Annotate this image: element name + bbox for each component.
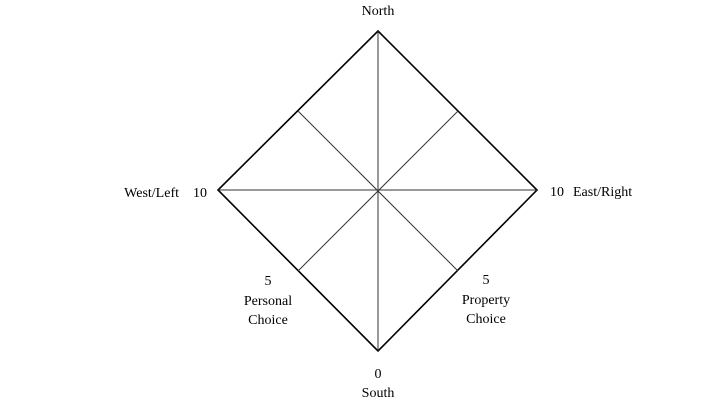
south-value: 0	[375, 367, 382, 382]
west-label: West/Left	[124, 186, 179, 201]
personal-choice-value: 5	[265, 274, 272, 289]
south-label: South	[362, 386, 395, 400]
property-choice-label-line1: Property	[462, 293, 510, 308]
east-value: 10	[550, 185, 564, 200]
diagonal-ne-sw	[297, 110, 459, 272]
property-choice-label-line2: Choice	[466, 312, 506, 327]
personal-choice-label-line2: Choice	[248, 313, 288, 328]
east-label: East/Right	[573, 185, 632, 200]
property-choice-value: 5	[483, 273, 490, 288]
west-value: 10	[193, 186, 207, 201]
personal-choice-label-line1: Personal	[244, 294, 292, 309]
north-label: North	[362, 4, 395, 19]
